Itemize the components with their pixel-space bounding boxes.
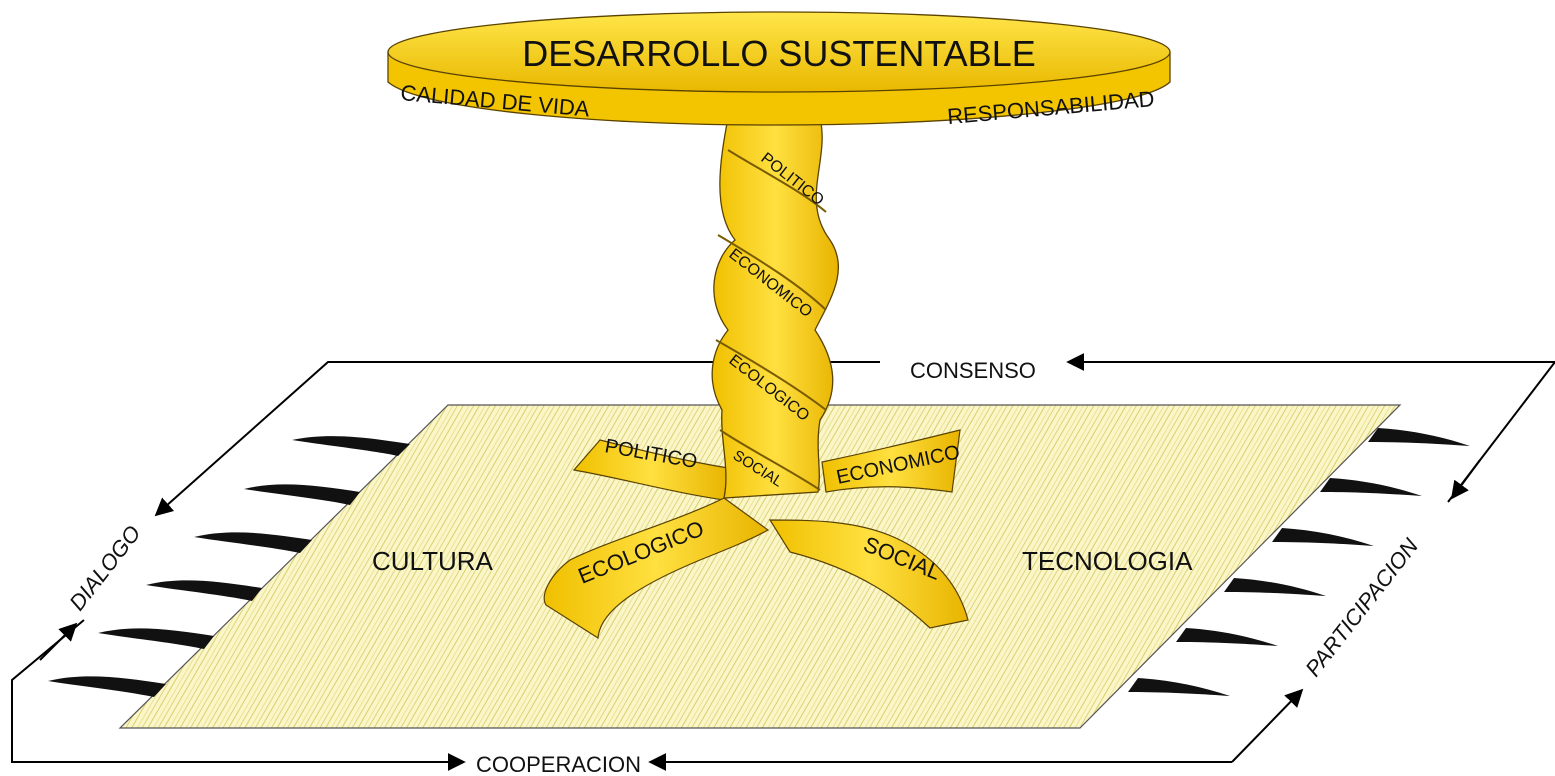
tabletop-title: DESARROLLO SUSTENTABLE (522, 33, 1035, 74)
frame-label-dialogo: DIALOGO (64, 521, 145, 615)
tabletop (387, 11, 1171, 126)
tabletop-surface (387, 11, 1171, 93)
leg-front-right (768, 519, 969, 629)
frame-label-cooperacion: COOPERACION (476, 752, 641, 776)
twisted-column (711, 117, 840, 499)
frame-label-participacion: PARTICIPACION (1300, 534, 1423, 681)
frame-bottom-left-line (11, 619, 466, 771)
rug (48, 404, 1470, 729)
column-body (711, 117, 840, 499)
rug-surface (118, 404, 1402, 729)
leg-back-left (572, 439, 729, 501)
frame-right-arrow-down (1450, 459, 1481, 500)
rug-fringe-left (48, 436, 410, 697)
frame-left-arrow-up (39, 622, 78, 661)
cycle-frame (11, 353, 1555, 771)
table-base (543, 429, 969, 640)
frame-label-consenso: CONSENSO (910, 358, 1036, 383)
leg-back-right (821, 429, 961, 493)
rug-fringe-right (1128, 428, 1470, 696)
frame-top-left-line (154, 361, 880, 517)
rug-label-tecnologia: TECNOLOGIA (1022, 546, 1193, 576)
rug-label-cultura: CULTURA (372, 546, 494, 576)
leg-front-left (543, 497, 770, 640)
frame-bottom-right-line (1231, 688, 1304, 763)
